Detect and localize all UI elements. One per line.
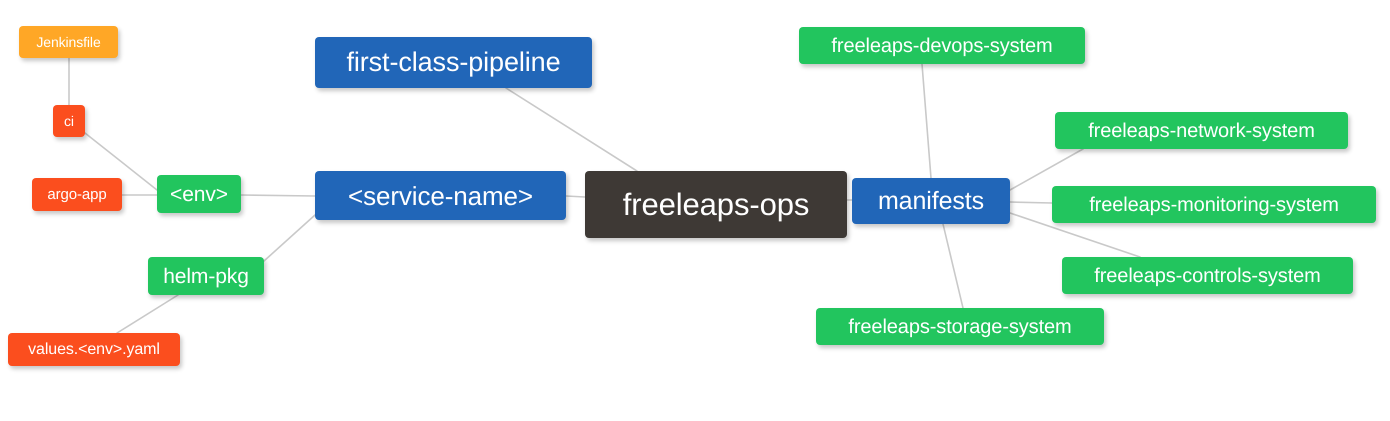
edge-manifests-to-freeleaps-monitoring-system [1009,201,1053,204]
node-label-freeleaps-network-system: freeleaps-network-system [1088,119,1315,142]
node-label-manifests: manifests [877,186,985,215]
node-manifests[interactable]: manifests [852,178,1010,224]
node-label-helm-pkg: helm-pkg [163,264,249,288]
node-env[interactable]: <env> [157,175,241,213]
node-label-service-name: <service-name> [347,180,534,211]
node-first-class-pipeline[interactable]: first-class-pipeline [315,37,592,88]
node-label-freeleaps-controls-system: freeleaps-controls-system [1094,264,1321,287]
edge-manifests-to-freeleaps-storage-system [942,223,964,309]
edge-service-name-to-freeleaps-ops [565,195,586,198]
node-values-yaml[interactable]: values.<env>.yaml [8,333,180,366]
edge-first-class-pipeline-to-freeleaps-ops [505,87,638,172]
node-helm-pkg[interactable]: helm-pkg [148,257,264,295]
node-label-freeleaps-monitoring-system: freeleaps-monitoring-system [1089,193,1339,216]
edge-service-name-to-helm-pkg [263,214,316,262]
edge-env-to-service-name [240,194,316,197]
node-argo-app[interactable]: argo-app [32,178,122,211]
edge-manifests-to-freeleaps-devops-system [921,63,932,179]
node-service-name[interactable]: <service-name> [315,171,566,220]
node-label-freeleaps-storage-system: freeleaps-storage-system [848,315,1072,338]
node-label-values-yaml: values.<env>.yaml [28,340,160,358]
node-label-jenkinsfile: Jenkinsfile [36,34,101,50]
node-freeleaps-monitoring-system[interactable]: freeleaps-monitoring-system [1052,186,1376,223]
node-freeleaps-controls-system[interactable]: freeleaps-controls-system [1062,257,1353,294]
node-label-argo-app: argo-app [47,186,107,203]
edge-manifests-to-freeleaps-network-system [1009,148,1084,191]
node-freeleaps-storage-system[interactable]: freeleaps-storage-system [816,308,1104,345]
edge-helm-pkg-to-values-yaml [116,294,179,334]
node-freeleaps-network-system[interactable]: freeleaps-network-system [1055,112,1348,149]
node-ci[interactable]: ci [53,105,85,137]
node-label-first-class-pipeline: first-class-pipeline [346,47,561,77]
node-freeleaps-ops[interactable]: freeleaps-ops [585,171,847,238]
node-label-freeleaps-ops: freeleaps-ops [622,187,810,222]
node-freeleaps-devops-system[interactable]: freeleaps-devops-system [799,27,1085,64]
node-label-env: <env> [170,182,228,206]
node-label-freeleaps-devops-system: freeleaps-devops-system [831,34,1053,57]
node-jenkinsfile[interactable]: Jenkinsfile [19,26,118,58]
node-label-ci: ci [64,113,74,129]
